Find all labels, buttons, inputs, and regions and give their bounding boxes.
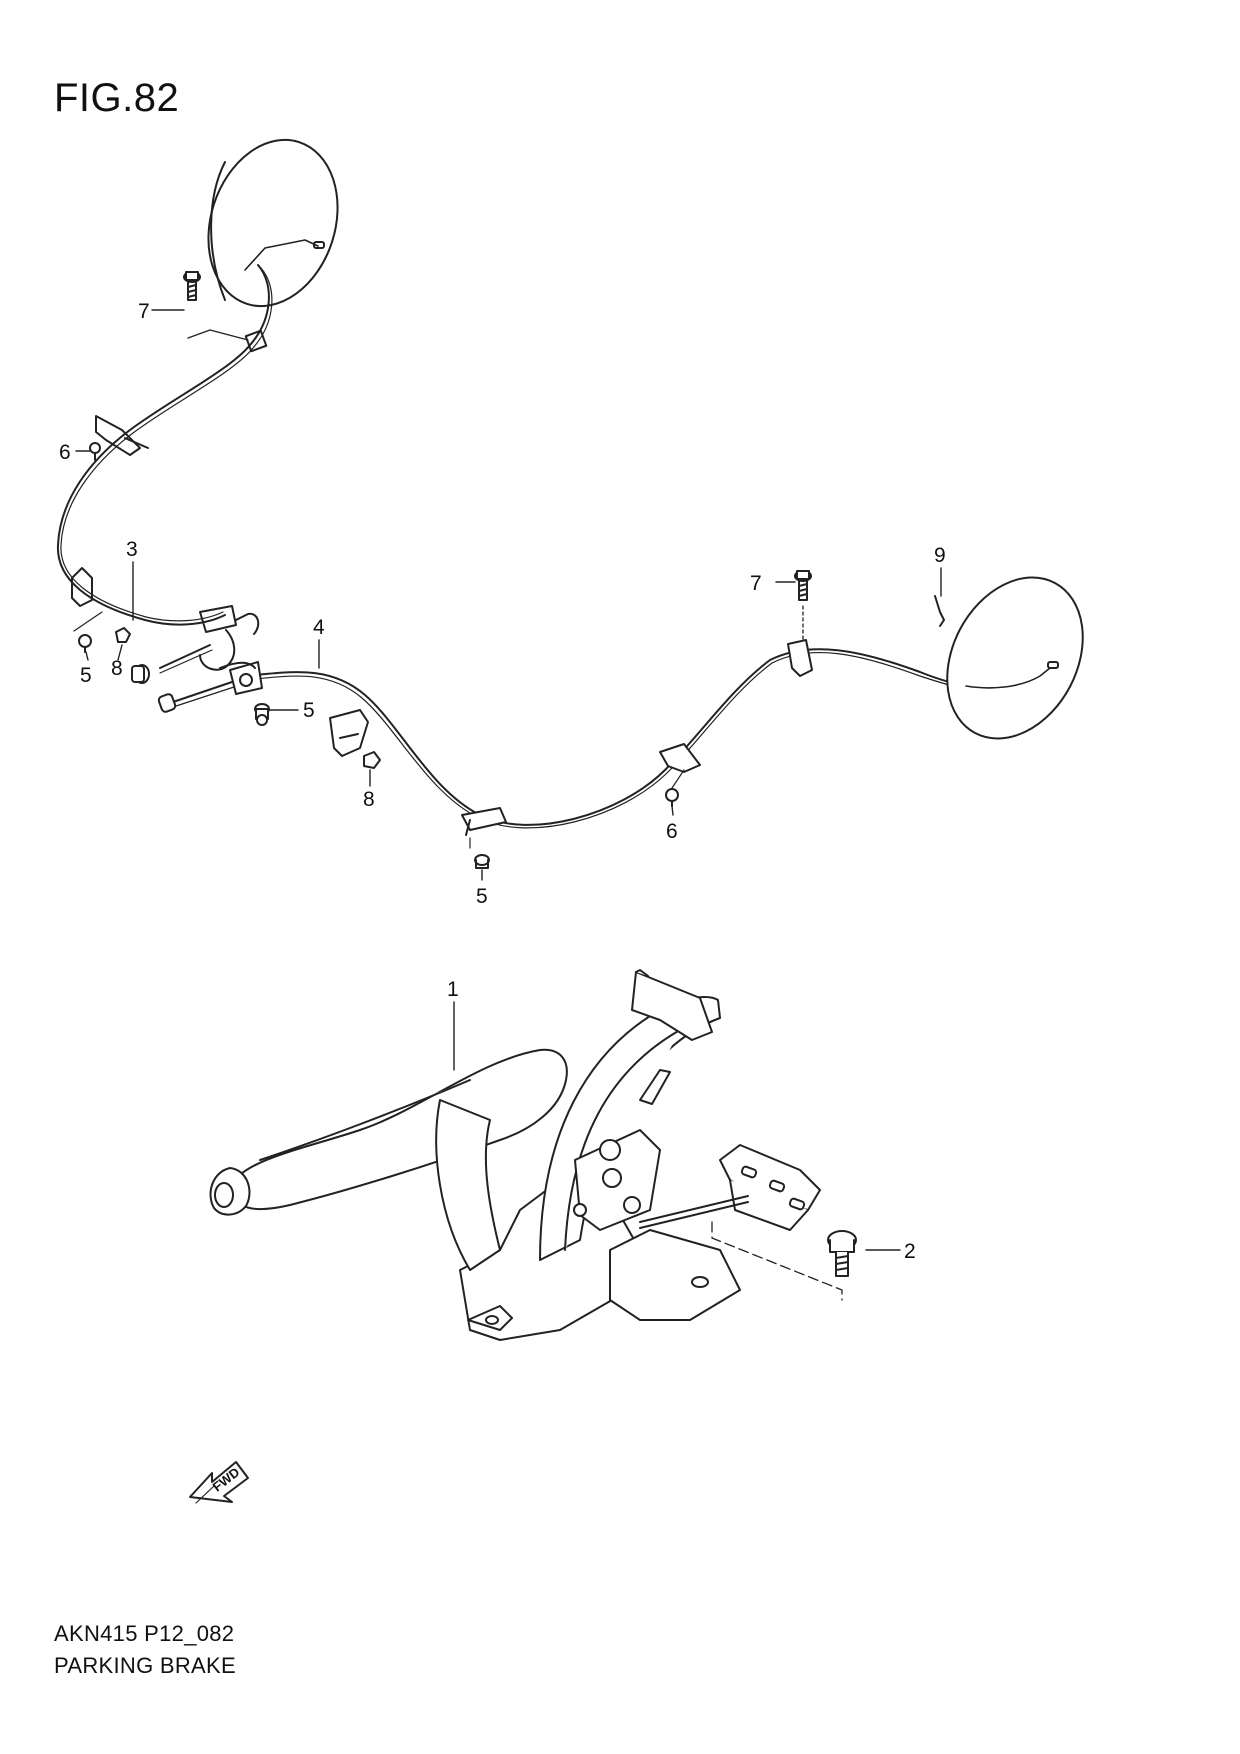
bolt-part-5-mid xyxy=(254,703,270,726)
bolt-part-7-left xyxy=(183,271,249,341)
callout-4: 4 xyxy=(313,616,325,639)
bolt-part-6-left xyxy=(89,442,101,461)
callout-6-right: 6 xyxy=(666,820,678,843)
brake-drum-right xyxy=(946,576,1084,740)
figure-name: PARKING BRAKE xyxy=(54,1653,236,1678)
callout-5-left: 5 xyxy=(80,664,92,687)
callout-1: 1 xyxy=(447,978,459,1001)
bolt-part-2 xyxy=(711,1221,857,1301)
callout-2: 2 xyxy=(904,1240,916,1263)
clip-part-9 xyxy=(934,595,945,627)
rear-cable-right xyxy=(157,639,965,836)
callout-6-left: 6 xyxy=(59,441,71,464)
callout-9: 9 xyxy=(934,544,946,567)
fwd-arrow-icon xyxy=(189,1461,249,1504)
parking-brake-lever xyxy=(209,969,821,1341)
callout-leaders xyxy=(75,309,942,1251)
bolt-part-5-lower xyxy=(469,837,490,869)
bolt-part-7-right xyxy=(794,570,812,641)
callout-8-left: 8 xyxy=(111,657,123,680)
callout-3: 3 xyxy=(126,538,138,561)
bolt-part-6-right xyxy=(665,769,685,807)
callout-7-right: 7 xyxy=(750,572,762,595)
nut-part-8-left xyxy=(115,627,131,643)
rear-cable-left xyxy=(56,264,273,684)
bolt-part-5-left xyxy=(73,611,103,653)
callout-7-left: 7 xyxy=(138,300,150,323)
brake-drum-upper-left xyxy=(207,138,339,308)
callout-5-mid: 5 xyxy=(303,699,315,722)
figure-title: FIG.82 xyxy=(54,76,180,120)
figure-code: AKN415 P12_082 xyxy=(54,1621,235,1646)
figure-footer: AKN415 P12_082 PARKING BRAKE xyxy=(54,1618,236,1682)
nut-part-8-mid xyxy=(363,751,381,769)
callout-8-mid: 8 xyxy=(363,788,375,811)
callout-5-lower: 5 xyxy=(476,885,488,908)
